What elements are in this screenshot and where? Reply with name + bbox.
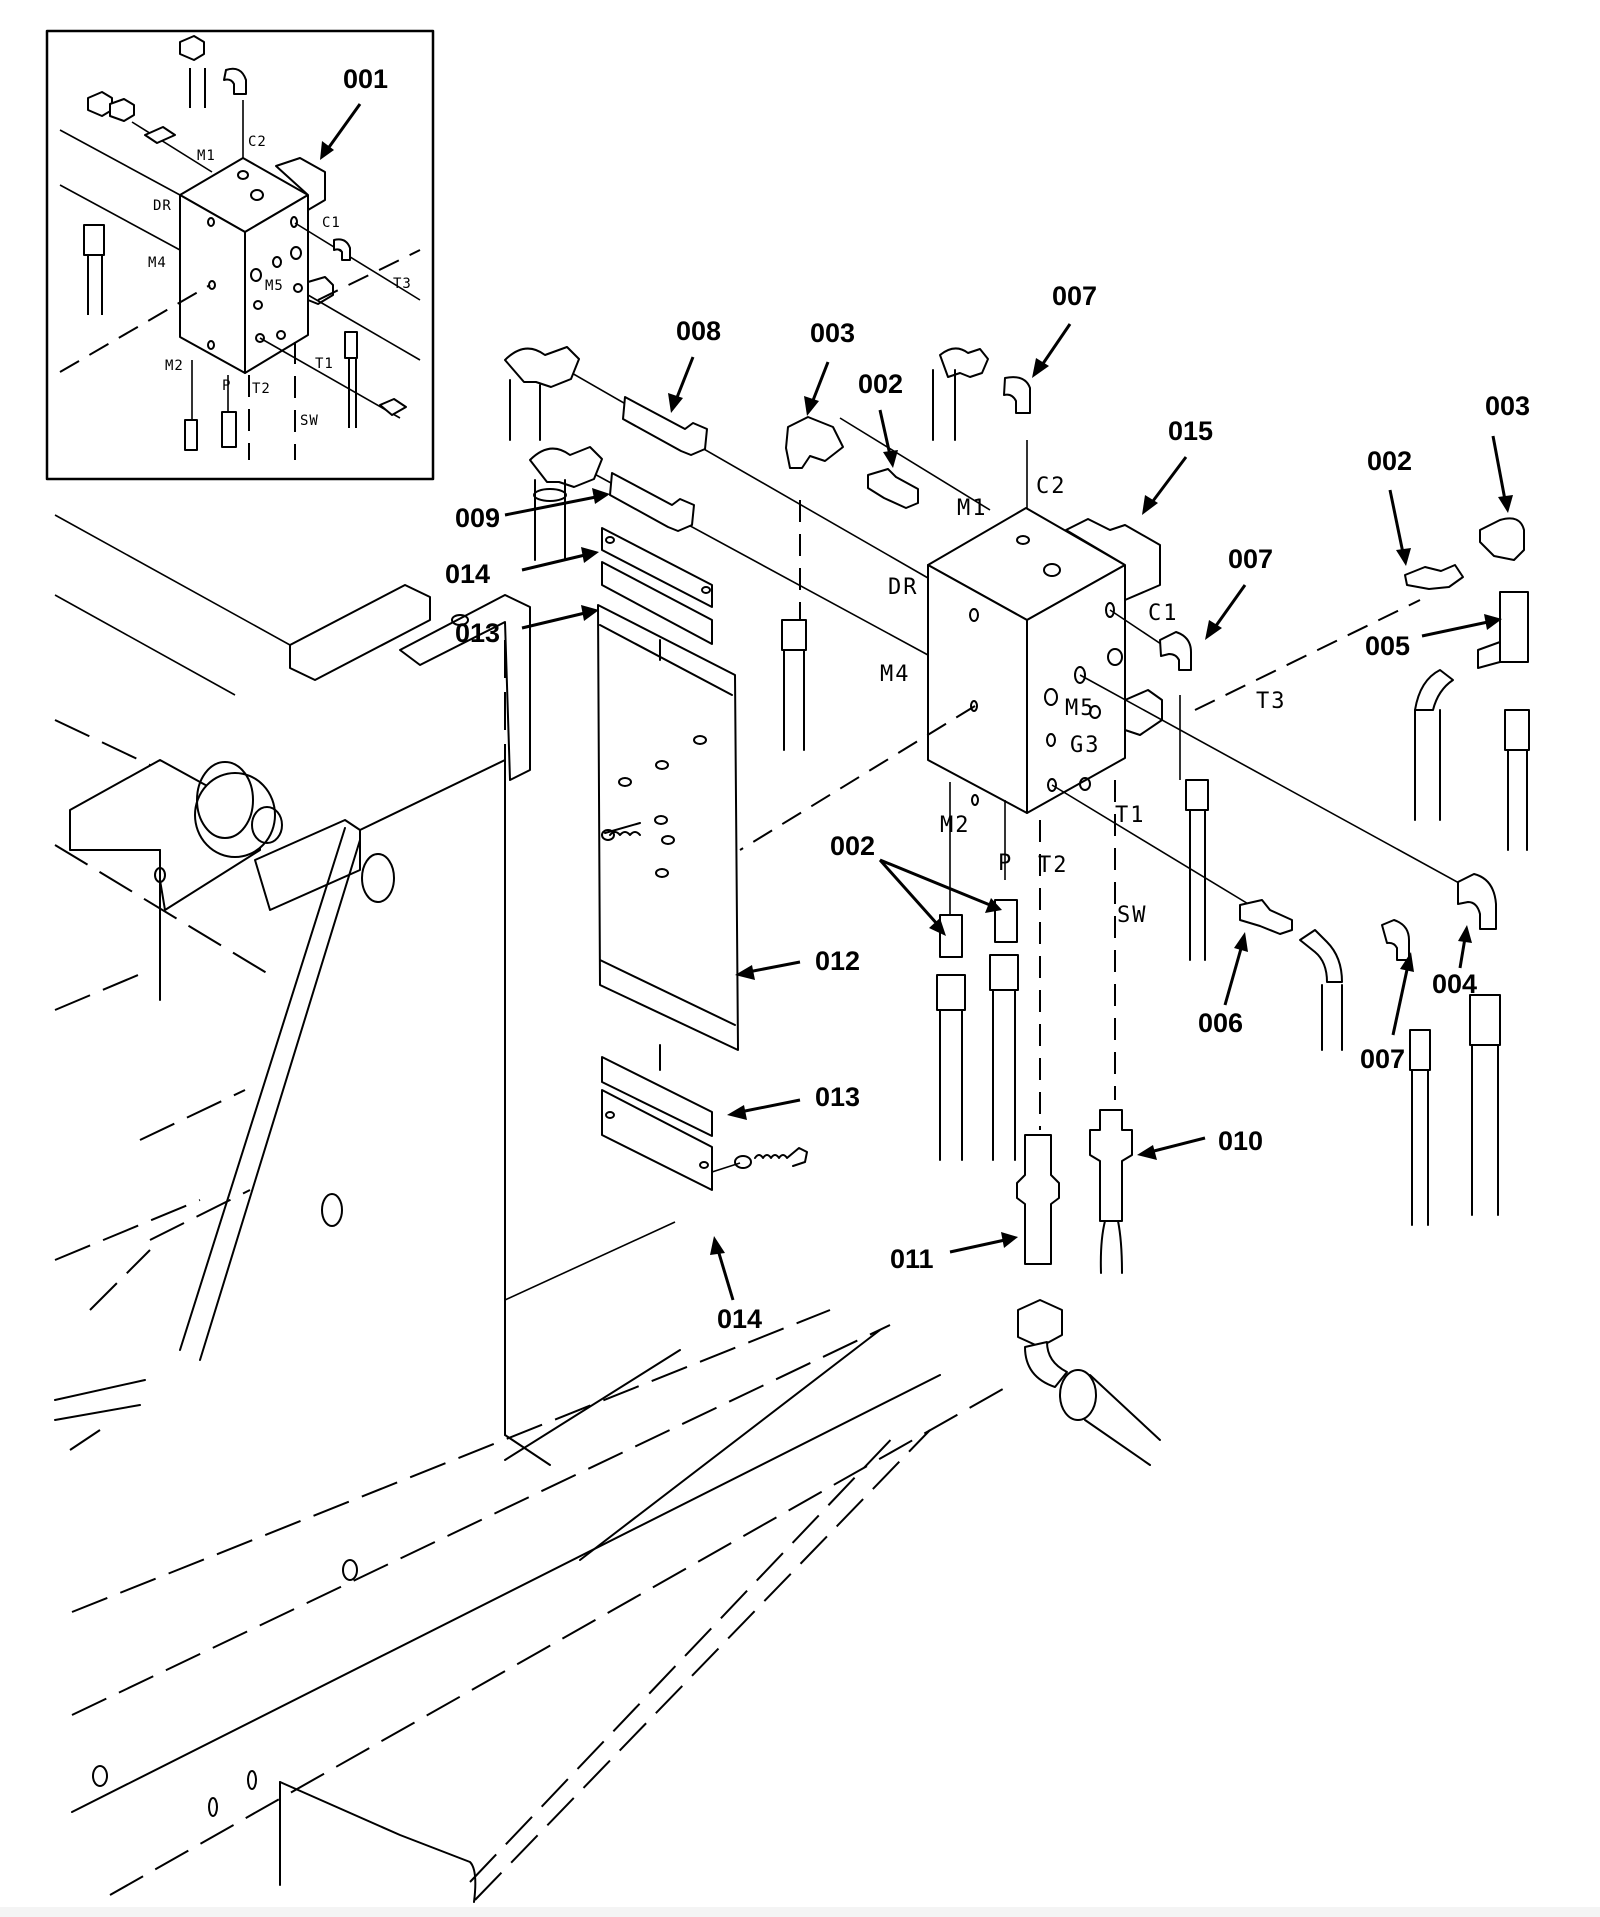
port-label-p: P: [998, 851, 1013, 876]
callout-002-right: 002: [1367, 446, 1412, 476]
port-label-c2: C2: [1036, 474, 1067, 499]
port-label-t2: T2: [1038, 853, 1069, 878]
inset-port-m4: M4: [148, 255, 167, 271]
mounting-plate-group: [597, 527, 808, 1191]
inset-port-t3: T3: [393, 276, 412, 292]
callout-003-right: 003: [1485, 391, 1530, 421]
callout-014-lower: 014: [717, 1304, 762, 1334]
inset-port-dr: DR: [153, 198, 172, 214]
elbow-007-c1: [1159, 631, 1192, 671]
clamp-rail-013-top: [601, 561, 713, 645]
callout-015: 015: [1168, 416, 1213, 446]
port-label-sw: SW: [1117, 903, 1148, 928]
tee-005: [1499, 591, 1529, 663]
callout-009: 009: [455, 503, 500, 533]
inset-port-t2: T2: [252, 381, 271, 397]
adapter-011: [1016, 1134, 1060, 1265]
clamp-bar-014-top: [601, 527, 713, 608]
callout-004: 004: [1432, 969, 1477, 999]
callout-001: 001: [343, 64, 388, 94]
callout-005: 005: [1365, 631, 1410, 661]
nipple-006: [1239, 899, 1293, 935]
inset-port-t1: T1: [315, 356, 334, 372]
callout-003-upper: 003: [810, 318, 855, 348]
clamp-bar-014-bottom: [601, 1089, 713, 1191]
port-label-m2: M2: [940, 813, 971, 838]
callout-007-c1: 007: [1228, 544, 1273, 574]
inset-port-p: P: [222, 378, 231, 394]
inset-valve-block: [179, 157, 334, 374]
inset-port-m5: M5: [265, 278, 284, 294]
callout-011: 011: [890, 1244, 934, 1274]
callout-010: 010: [1218, 1126, 1263, 1156]
nipple-002-upper: [867, 468, 919, 509]
port-label-g3: G3: [1070, 733, 1101, 758]
machine-frame: [54, 514, 1011, 1903]
port-label-m4: M4: [880, 662, 911, 687]
mounting-plate-012: [597, 604, 739, 1051]
adapter-009: [609, 472, 695, 532]
inset-port-m2: M2: [165, 358, 184, 374]
bottom-strip: [0, 1907, 1600, 1917]
inset-port-sw: SW: [300, 413, 319, 429]
nipple-002-right: [1404, 564, 1464, 590]
inset-detail: 001 C2 M1 DR M4 C1 M5 T3 M2 P T2 T1 SW: [45, 29, 435, 481]
inset-port-c1: C1: [322, 215, 341, 231]
elbow-003-right: [1479, 517, 1525, 561]
callout-014-upper: 014: [445, 559, 490, 589]
callouts: 008 003 007 002 015 009 014 013 002 003 …: [445, 281, 1530, 1334]
inset-port-c2: C2: [248, 134, 267, 150]
callout-012: 012: [815, 946, 860, 976]
callout-002-lower: 002: [830, 831, 875, 861]
port-label-t3: T3: [1256, 689, 1287, 714]
elbow-007-t1: [1381, 919, 1410, 961]
valve-block-015: [927, 507, 1163, 814]
port-label-m5: M5: [1065, 696, 1096, 721]
callout-008: 008: [676, 316, 721, 346]
inset-port-m1: M1: [197, 148, 216, 164]
clamp-rail-013-bottom: [601, 1056, 713, 1137]
elbow-003-upper: [785, 416, 844, 469]
port-label-t1: T1: [1115, 803, 1146, 828]
fittings: [504, 346, 1530, 1466]
callout-002-upper: 002: [858, 369, 903, 399]
callout-006: 006: [1198, 1008, 1243, 1038]
adapter-008: [622, 396, 708, 456]
nipple-002-m2: [939, 914, 963, 958]
callout-013-upper: 013: [455, 618, 500, 648]
callout-013-lower: 013: [815, 1082, 860, 1112]
nipple-002-p: [994, 899, 1018, 943]
pressure-switch-010: [1089, 1109, 1133, 1222]
port-label-dr: DR: [888, 575, 919, 600]
callout-007-upper: 007: [1052, 281, 1097, 311]
port-labels: C2 M1 DR M4 C1 M5 G3 T3 M2 P T2 T1 SW: [880, 474, 1287, 928]
inset-frame: [45, 29, 435, 481]
hydraulic-centerlines: [564, 371, 1491, 1130]
callout-007-lower: 007: [1360, 1044, 1405, 1074]
elbow-004: [1457, 873, 1497, 930]
elbow-007-c2: [1003, 376, 1031, 414]
inset-fittings: [83, 35, 407, 451]
port-label-m1: M1: [957, 496, 988, 521]
port-label-c1: C1: [1148, 601, 1179, 626]
